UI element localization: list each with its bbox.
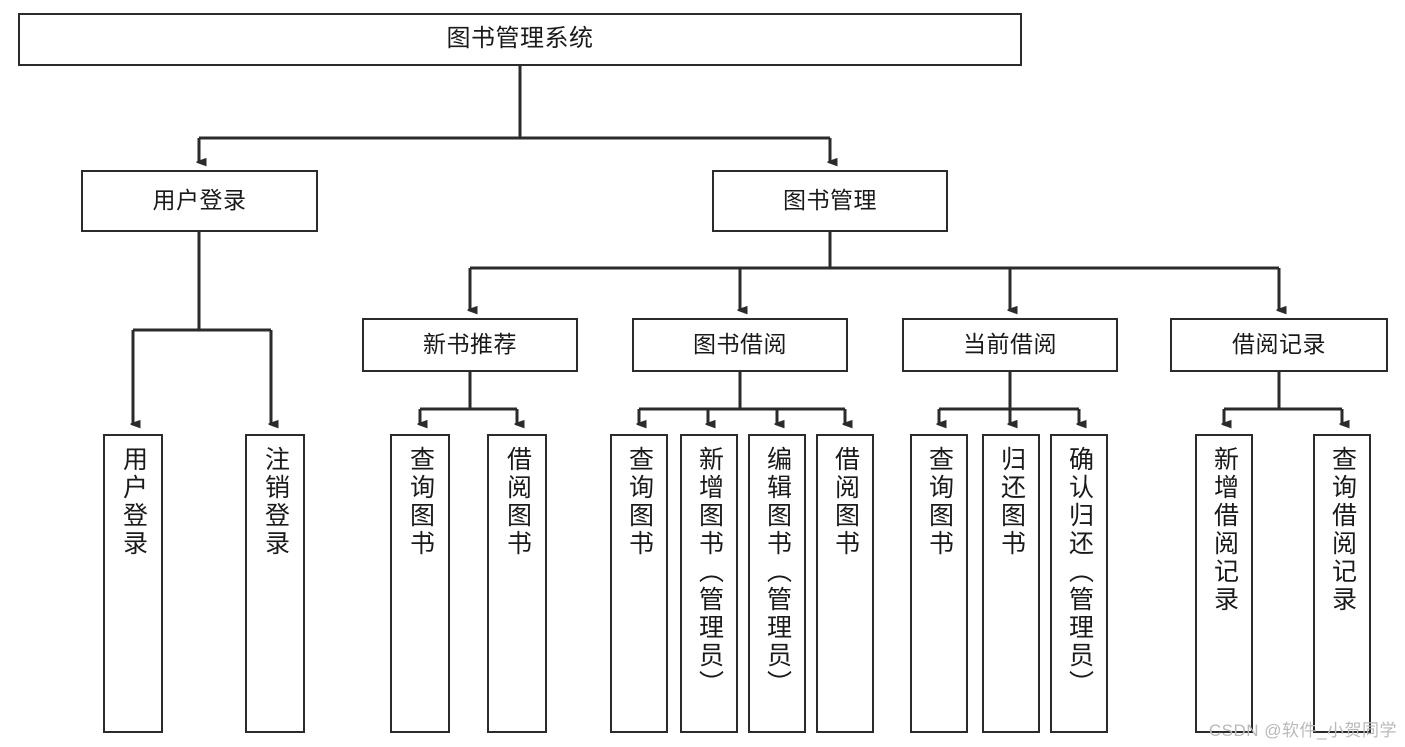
leaf-query-book-rec[interactable]: 查询图书: [390, 434, 450, 733]
leaf-query-book-current-label: 查询图书: [925, 446, 954, 558]
leaf-query-borrow-record[interactable]: 查询借阅记录: [1313, 434, 1371, 733]
leaf-query-book-borrow-label: 查询图书: [625, 446, 654, 558]
leaf-return-book[interactable]: 归还图书: [982, 434, 1040, 733]
watermark: CSDN @软件_小贺同学: [1208, 721, 1397, 740]
leaf-borrow-book[interactable]: 借阅图书: [816, 434, 874, 733]
node-book-borrow[interactable]: 图书借阅: [632, 318, 848, 372]
leaf-confirm-return-admin-label: 确认归还（管理员）: [1065, 446, 1094, 698]
leaf-add-book-admin-label: 新增图书（管理员）: [695, 446, 724, 698]
leaf-return-book-label: 归还图书: [997, 446, 1026, 558]
node-root[interactable]: 图书管理系统: [18, 13, 1022, 66]
node-borrow-record-label: 借阅记录: [1232, 331, 1326, 358]
leaf-add-borrow-record-label: 新增借阅记录: [1210, 446, 1239, 614]
node-book-management-label: 图书管理: [783, 187, 877, 214]
leaf-add-book-admin[interactable]: 新增图书（管理员）: [680, 434, 738, 733]
leaf-query-book-current[interactable]: 查询图书: [910, 434, 968, 733]
leaf-confirm-return-admin[interactable]: 确认归还（管理员）: [1050, 434, 1108, 733]
node-new-book-recommend[interactable]: 新书推荐: [362, 318, 578, 372]
node-user-login-label: 用户登录: [152, 187, 247, 214]
leaf-borrow-book-rec[interactable]: 借阅图书: [487, 434, 547, 733]
leaf-query-book-rec-label: 查询图书: [406, 446, 435, 558]
leaf-query-borrow-record-label: 查询借阅记录: [1328, 446, 1357, 614]
node-book-borrow-label: 图书借阅: [693, 331, 787, 358]
leaf-user-login[interactable]: 用户登录: [103, 434, 163, 733]
leaf-borrow-book-rec-label: 借阅图书: [503, 446, 532, 558]
node-borrow-record[interactable]: 借阅记录: [1170, 318, 1388, 372]
leaf-logout-label: 注销登录: [261, 446, 290, 558]
node-new-book-recommend-label: 新书推荐: [423, 331, 517, 358]
node-root-label: 图书管理系统: [446, 25, 594, 53]
node-user-login[interactable]: 用户登录: [81, 170, 318, 232]
leaf-logout[interactable]: 注销登录: [245, 434, 305, 733]
leaf-add-borrow-record[interactable]: 新增借阅记录: [1195, 434, 1253, 733]
node-current-borrow[interactable]: 当前借阅: [902, 318, 1118, 372]
node-current-borrow-label: 当前借阅: [963, 331, 1057, 358]
leaf-edit-book-admin-label: 编辑图书（管理员）: [763, 446, 792, 698]
leaf-edit-book-admin[interactable]: 编辑图书（管理员）: [748, 434, 806, 733]
leaf-borrow-book-label: 借阅图书: [831, 446, 860, 558]
leaf-query-book-borrow[interactable]: 查询图书: [610, 434, 668, 733]
leaf-user-login-label: 用户登录: [119, 446, 148, 558]
node-book-management[interactable]: 图书管理: [712, 170, 948, 232]
